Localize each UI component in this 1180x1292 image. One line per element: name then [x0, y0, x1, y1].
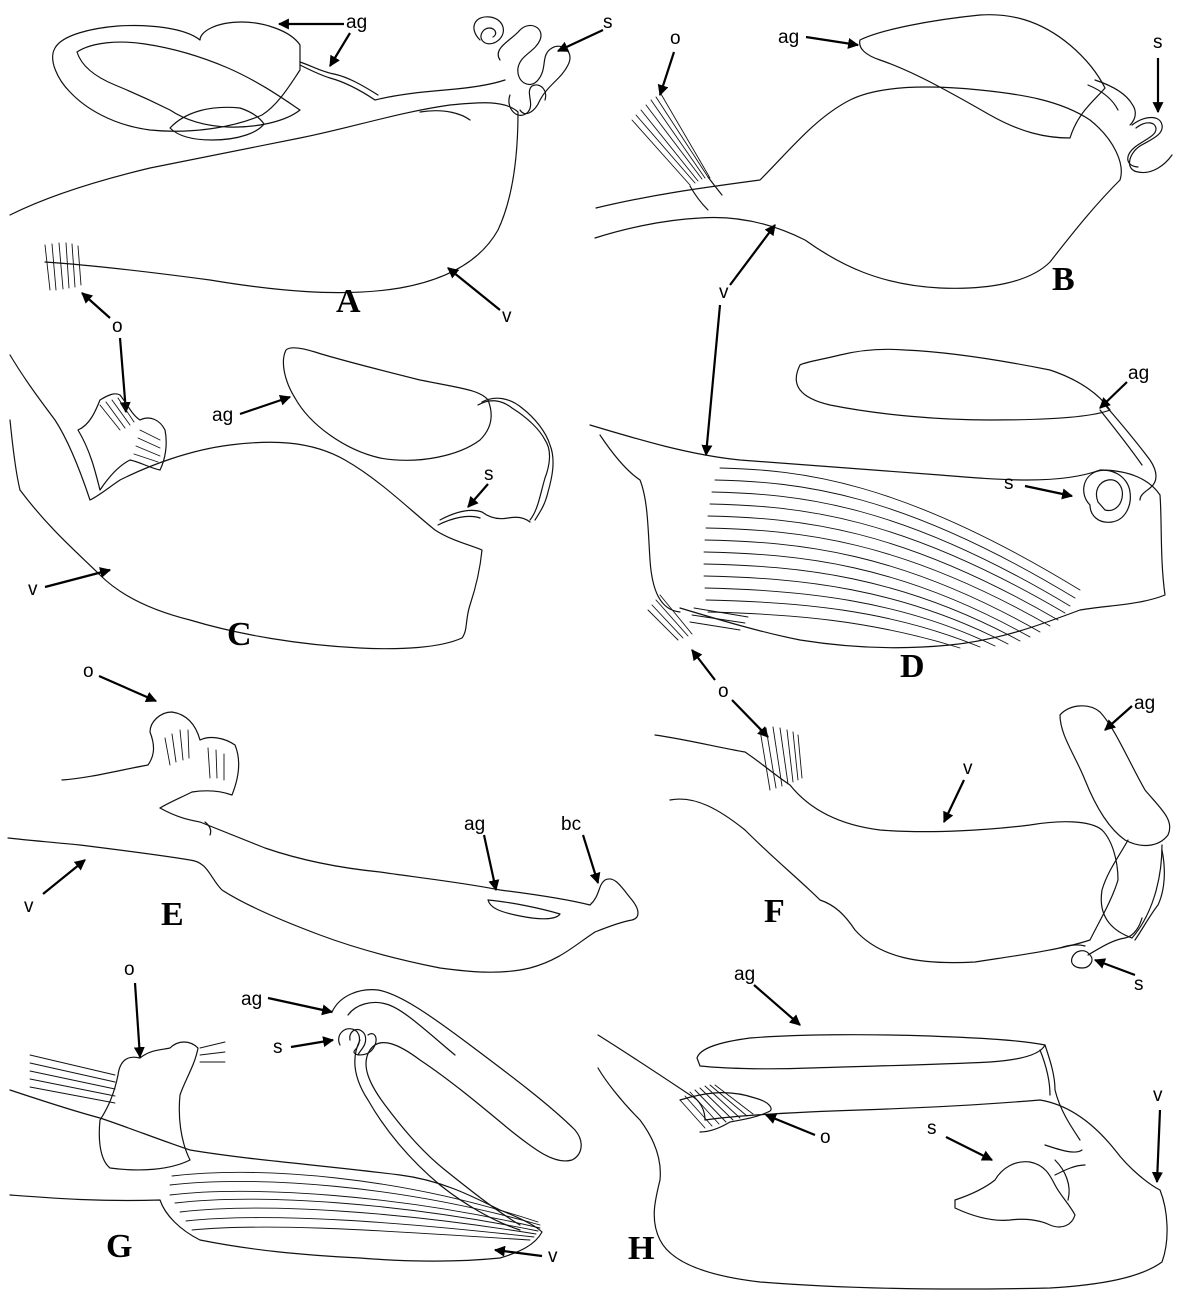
arrow-e-o: [99, 676, 156, 701]
label-ac-o: o: [112, 316, 123, 337]
arrow-ac-o-1: [82, 293, 110, 318]
arrow-a-s: [558, 30, 603, 51]
arrow-a-v: [448, 268, 500, 310]
panel-b-drawing: [595, 15, 1172, 289]
arrow-f-ag: [1105, 706, 1132, 730]
arrow-e-v: [43, 860, 85, 894]
panel-d-drawing: [590, 349, 1165, 648]
label-d-s: s: [1004, 473, 1014, 494]
arrow-g-ag: [268, 998, 332, 1012]
label-df-o: o: [718, 681, 729, 702]
label-c-s: s: [484, 464, 494, 485]
arrow-d-s: [1025, 486, 1072, 496]
arrow-df-o-2: [732, 700, 768, 737]
arrow-bd-v-1: [730, 225, 775, 285]
arrow-bd-v-2: [706, 305, 720, 455]
arrow-h-o: [766, 1115, 815, 1135]
panel-g-drawing: [10, 990, 581, 1261]
label-a-v: v: [502, 306, 512, 327]
panel-g: o ag s v G: [10, 959, 581, 1267]
panel-e-drawing: [8, 712, 638, 972]
label-d-ag: ag: [1128, 363, 1149, 384]
panel-h-drawing: [598, 1035, 1167, 1289]
label-f-ag: ag: [1134, 693, 1155, 714]
panel-letter-e: E: [161, 896, 184, 933]
shared-v-label-b-d: v: [706, 225, 775, 455]
panel-c: ag s v C: [10, 348, 553, 653]
arrow-b-o: [660, 52, 674, 95]
panel-letter-d: D: [900, 648, 925, 685]
panel-b: o ag s B: [595, 15, 1172, 298]
arrow-c-s: [468, 484, 488, 507]
label-f-v: v: [963, 758, 973, 779]
label-c-v: v: [28, 579, 38, 600]
arrow-c-ag: [240, 397, 290, 414]
panel-letter-b: B: [1052, 261, 1075, 298]
panel-h: ag o s v H: [598, 964, 1167, 1289]
arrow-e-bc: [583, 835, 598, 883]
label-e-ag: ag: [464, 814, 485, 835]
panel-letter-g: G: [106, 1228, 132, 1265]
label-e-v: v: [24, 896, 34, 917]
panel-c-drawing: [10, 348, 553, 649]
shared-o-label-d-f: o: [692, 650, 768, 737]
label-h-ag: ag: [734, 964, 755, 985]
panel-letter-h: H: [628, 1230, 654, 1267]
label-h-s: s: [927, 1118, 937, 1139]
arrow-g-s: [291, 1040, 333, 1047]
label-g-ag: ag: [241, 989, 262, 1010]
label-b-ag: ag: [778, 27, 799, 48]
panel-a: ag s v A: [10, 12, 613, 327]
label-b-o: o: [670, 28, 681, 49]
label-c-ag: ag: [212, 405, 233, 426]
arrow-h-s: [946, 1137, 992, 1160]
arrow-c-v: [45, 570, 110, 587]
panel-d: ag s D: [590, 349, 1165, 685]
panel-f: ag v s F: [655, 693, 1170, 995]
panel-f-drawing: [655, 706, 1170, 968]
arrow-ac-o-2: [120, 338, 126, 412]
label-g-v: v: [548, 1246, 558, 1267]
arrow-f-s: [1095, 960, 1135, 975]
label-bd-v: v: [719, 282, 729, 303]
panel-letter-c: C: [227, 616, 252, 653]
arrow-a-ag-2: [330, 33, 350, 66]
label-e-o: o: [83, 661, 94, 682]
label-g-s: s: [273, 1037, 283, 1058]
arrow-e-ag: [484, 835, 496, 890]
label-e-bc: bc: [561, 814, 581, 835]
label-a-ag: ag: [346, 12, 367, 33]
label-g-o: o: [124, 959, 135, 980]
arrow-h-ag: [754, 985, 800, 1025]
label-b-s: s: [1153, 32, 1163, 53]
label-f-s: s: [1134, 974, 1144, 995]
arrow-b-ag: [806, 37, 858, 45]
arrow-h-v: [1157, 1110, 1160, 1182]
panel-a-drawing: [10, 17, 570, 293]
panel-e: o v ag bc E: [8, 661, 638, 972]
label-a-s: s: [603, 12, 613, 33]
label-h-o: o: [820, 1127, 831, 1148]
arrow-f-v: [944, 780, 964, 822]
arrow-d-ag: [1100, 382, 1127, 408]
arrow-g-o: [135, 983, 140, 1057]
label-h-v: v: [1153, 1085, 1163, 1106]
arrow-df-o-1: [692, 650, 715, 680]
panel-letter-a: A: [336, 283, 361, 320]
panel-letter-f: F: [764, 893, 785, 930]
